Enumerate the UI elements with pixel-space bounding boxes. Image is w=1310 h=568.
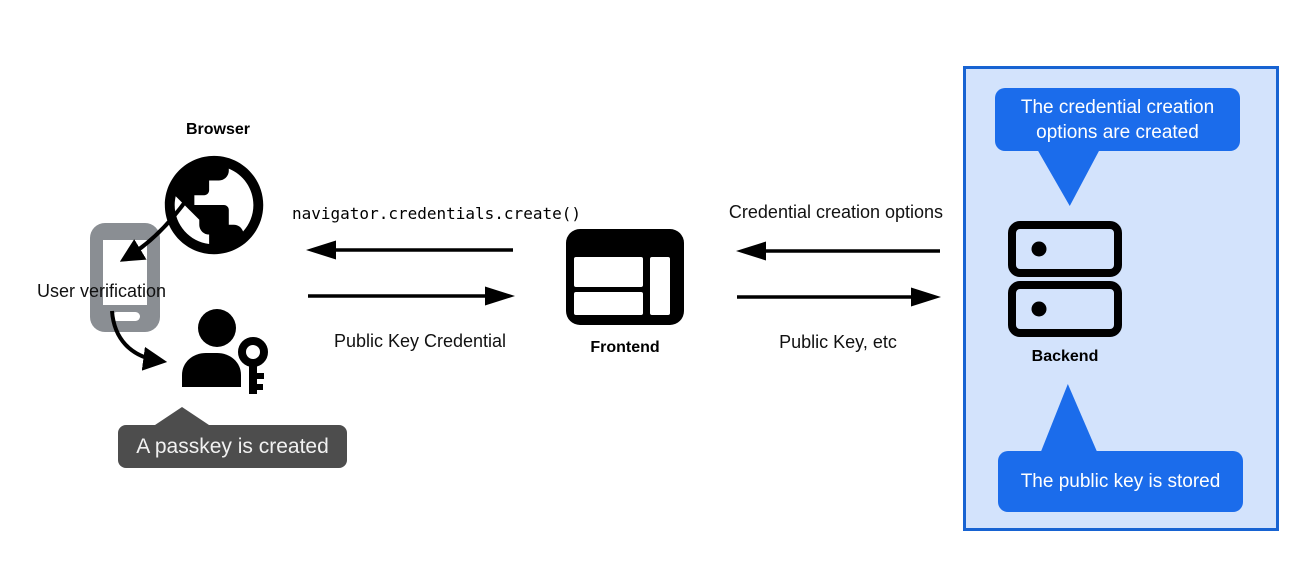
flow-credential-creation-options: Credential creation options <box>728 202 944 222</box>
flow-navigator-credentials-create: navigator.credentials.create() <box>292 204 581 223</box>
arrow-frontend-to-browser <box>306 240 513 260</box>
globe-icon <box>164 155 264 255</box>
arrow-frontend-to-backend <box>737 287 941 307</box>
callout-public-key-stored: The public key is stored <box>998 451 1243 512</box>
flow-public-key-etc: Public Key, etc <box>779 332 897 352</box>
person-key-icon <box>182 309 268 394</box>
browser-to-phone-arrow <box>119 184 198 262</box>
smartphone-icon <box>90 223 160 332</box>
frontend-label: Frontend <box>590 339 660 356</box>
tooltip-passkey-created-text: A passkey is created <box>136 434 329 458</box>
callout-options-created-text: The credential creation options are crea… <box>1020 96 1215 143</box>
flow-public-key-credential: Public Key Credential <box>333 331 507 351</box>
callout-options-created: The credential creation options are crea… <box>995 88 1240 151</box>
callout-public-key-stored-text: The public key is stored <box>1020 471 1221 492</box>
browser-label: Browser <box>185 121 251 138</box>
arrow-browser-to-frontend <box>308 286 515 306</box>
tooltip-passkey-created: A passkey is created <box>118 425 347 468</box>
tooltip-pointer-up <box>152 407 212 427</box>
browser-window-icon <box>566 229 684 325</box>
arrow-backend-to-frontend <box>736 241 940 261</box>
backend-label: Backend <box>1031 348 1099 365</box>
user-verification-label: User verification <box>37 281 167 301</box>
phone-to-person-arrow <box>110 310 168 371</box>
